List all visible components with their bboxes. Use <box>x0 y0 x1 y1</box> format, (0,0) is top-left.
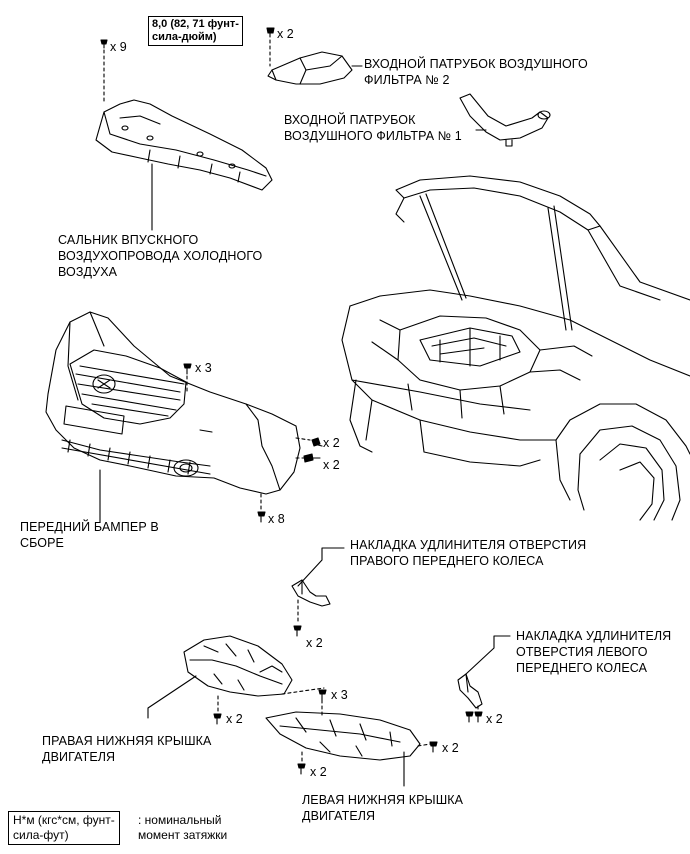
vehicle-engine-bay <box>341 175 690 521</box>
clip-icon <box>257 511 266 523</box>
quantity-seal-clips: x 9 <box>110 40 127 54</box>
label-cool-air-intake-seal: САЛЬНИК ВПУСКНОГО ВОЗДУХОПРОВОДА ХОЛОДНО… <box>58 233 263 279</box>
quantity-inlet2-bolts: x 2 <box>277 27 294 41</box>
clip-icon <box>297 763 306 775</box>
label-air-filter-inlet-2: ВХОДНОЙ ПАТРУБОК ВОЗДУШНОГО ФИЛЬТРА № 2 <box>364 57 588 87</box>
leader-line <box>465 635 511 675</box>
label-front-bumper: ПЕРЕДНИЙ БАМПЕР В СБОРЕ <box>20 520 159 550</box>
clip-icon <box>183 363 192 375</box>
legend-description: : номинальный момент затяжки <box>138 813 228 842</box>
clip-icon <box>213 713 222 725</box>
leader-dashed <box>295 437 311 441</box>
label-lh-engine-under-cover: ЛЕВАЯ НИЖНЯЯ КРЫШКА ДВИГАТЕЛЯ <box>302 793 464 823</box>
label-lh-wheel-opening-pad: НАКЛАДКА УДЛИНИТЕЛЯ ОТВЕРСТИЯ ЛЕВОГО ПЕР… <box>516 629 672 675</box>
label-air-filter-inlet-1: ВХОДНОЙ ПАТРУБОК ВОЗДУШНОГО ФИЛЬТРА № 1 <box>284 113 462 143</box>
clip-icon <box>429 741 438 753</box>
front-bumper-assembly <box>45 311 301 495</box>
label-rh-engine-under-cover: ПРАВАЯ НИЖНЯЯ КРЫШКА ДВИГАТЕЛЯ <box>42 734 212 764</box>
lh-engine-under-cover <box>265 711 421 761</box>
bolt-icon <box>303 453 321 463</box>
quantity-bumper-side-b: x 2 <box>323 458 340 472</box>
air-filter-inlet-1 <box>459 93 551 147</box>
air-filter-inlet-2 <box>267 51 353 85</box>
leader-line <box>147 675 197 719</box>
leader-line <box>297 547 345 587</box>
clip-icon <box>318 689 327 701</box>
quantity-bumper-bottom: x 8 <box>268 512 285 526</box>
leader-dashed <box>417 743 431 747</box>
torque-specification-box: 8,0 (82, 71 фунт- сила-дюйм) <box>148 16 243 46</box>
rh-engine-under-cover <box>183 635 293 697</box>
quantity-rh-cover: x 2 <box>226 712 243 726</box>
quantity-center-clips: x 3 <box>331 688 348 702</box>
leader-dashed <box>281 687 325 695</box>
cool-air-intake-seal <box>95 99 273 191</box>
quantity-rh-liner: x 2 <box>306 636 323 650</box>
screw-icon <box>311 437 323 447</box>
clip-icon <box>465 711 483 723</box>
quantity-bumper-side-a: x 2 <box>323 436 340 450</box>
clip-icon <box>293 625 302 637</box>
legend-torque-units-box: Н*м (кгс*см, фунт- сила-фут) <box>8 811 120 845</box>
quantity-lh-cover-bottom: x 2 <box>310 765 327 779</box>
quantity-bumper-top: x 3 <box>195 361 212 375</box>
quantity-lh-liner: x 2 <box>486 712 503 726</box>
label-rh-wheel-opening-pad: НАКЛАДКА УДЛИНИТЕЛЯ ОТВЕРСТИЯ ПРАВОГО ПЕ… <box>350 538 587 568</box>
bolt-icon <box>266 27 275 38</box>
lh-wheel-opening-extension-pad <box>457 673 483 709</box>
quantity-lh-cover-side: x 2 <box>442 741 459 755</box>
clip-icon <box>100 39 108 49</box>
